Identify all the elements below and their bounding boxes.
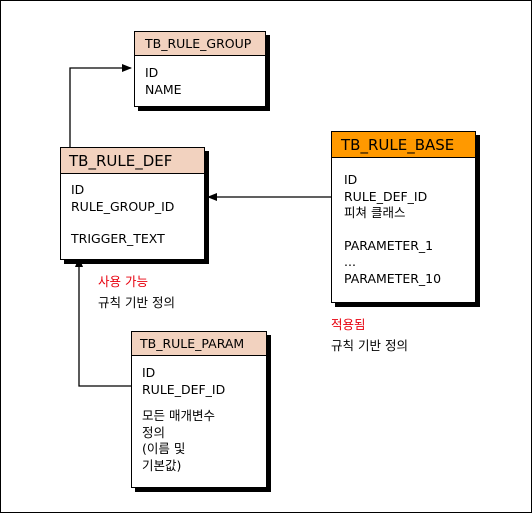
field-rule-def-id: RULE_DEF_ID (344, 188, 428, 204)
field-desc-line-3: (이름 및 (142, 441, 186, 456)
note-applied-black: 규칙 기반 정의 (331, 338, 408, 353)
field-id: ID (142, 365, 156, 380)
entity-rule-param-header: TB_RULE_PARAM (132, 332, 266, 356)
field-desc-line-1: 모든 매개변수 (142, 408, 215, 423)
entity-rule-group-title: TB_RULE_GROUP (145, 36, 252, 51)
entity-rule-base-header: TB_RULE_BASE (332, 132, 475, 158)
entity-rule-def[interactable]: TB_RULE_DEF ID RULE_GROUP_ID TRIGGER_TEX… (60, 147, 205, 260)
connector-ruleparam-to-ruledef (75, 257, 131, 387)
field-desc-line-2: 정의 (142, 424, 166, 440)
entity-rule-group-header: TB_RULE_GROUP (135, 32, 265, 56)
note-available: 사용 가능 규칙 기반 정의 (98, 273, 175, 311)
field-name: NAME (145, 81, 182, 97)
field-id: ID (145, 65, 159, 80)
connector-ruledef-to-rulegroup (69, 64, 132, 147)
entity-rule-group[interactable]: TB_RULE_GROUP ID NAME (134, 31, 266, 107)
note-applied-red: 적용됨 (331, 317, 366, 332)
field-parameter-10: PARAMETER_10 (344, 270, 442, 286)
entity-rule-def-title: TB_RULE_DEF (69, 152, 173, 170)
field-trigger-text: TRIGGER_TEXT (71, 231, 165, 246)
field-desc-line-4: 기본값) (142, 457, 182, 473)
field-ellipsis: ... (344, 254, 356, 269)
entity-rule-param[interactable]: TB_RULE_PARAM ID RULE_DEF_ID 모든 매개변수 정의 … (131, 331, 267, 488)
entity-rule-param-title: TB_RULE_PARAM (140, 336, 245, 351)
field-rule-def-id: RULE_DEF_ID (142, 381, 226, 397)
note-available-red: 사용 가능 (98, 274, 148, 289)
note-available-black: 규칙 기반 정의 (98, 295, 175, 310)
note-applied: 적용됨 규칙 기반 정의 (331, 316, 408, 354)
entity-rule-base-title: TB_RULE_BASE (341, 136, 455, 154)
entity-rule-def-header: TB_RULE_DEF (61, 148, 204, 174)
entity-rule-base[interactable]: TB_RULE_BASE ID RULE_DEF_ID 피쳐 클래스 PARAM… (331, 131, 476, 303)
field-rule-group-id: RULE_GROUP_ID (71, 198, 175, 214)
field-parameter-1: PARAMETER_1 (344, 237, 434, 253)
field-id: ID (344, 172, 358, 187)
field-feature-class: 피쳐 클래스 (344, 205, 406, 220)
field-id: ID (71, 182, 85, 197)
